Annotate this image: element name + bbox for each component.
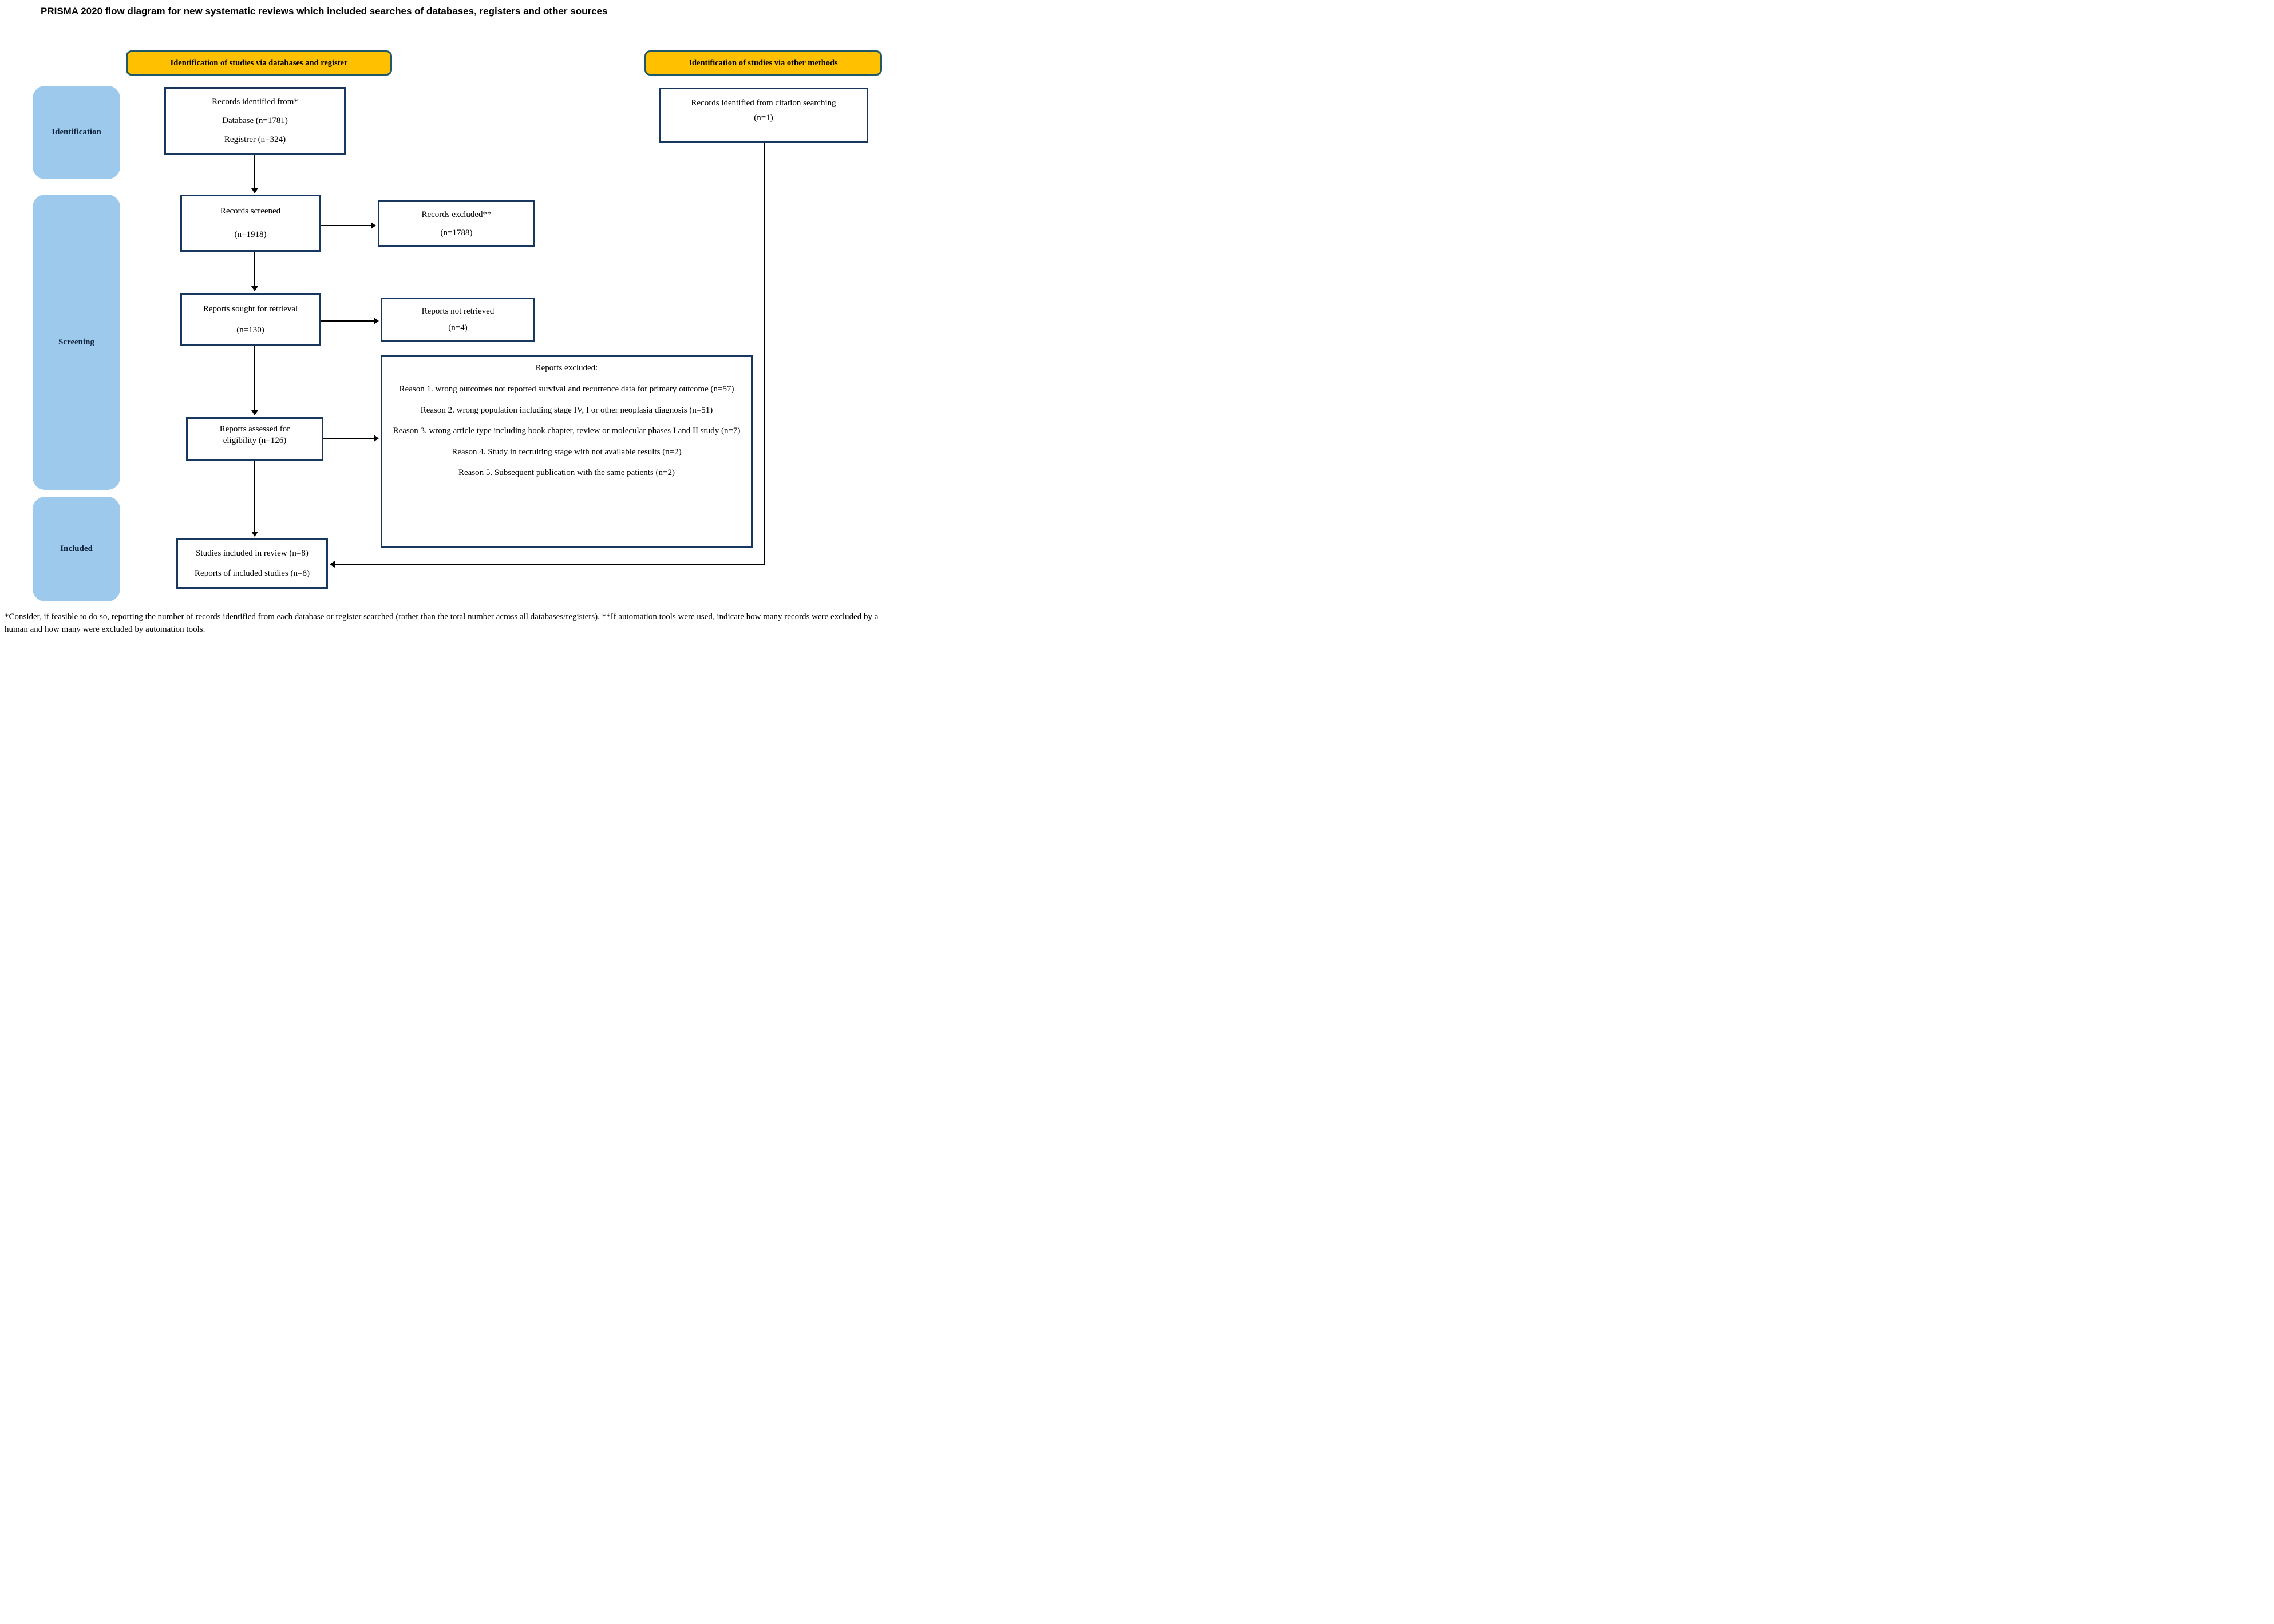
page-title: PRISMA 2020 flow diagram for new systema…	[41, 6, 608, 17]
box-records-identified: Records identified from* Database (n=178…	[164, 87, 346, 155]
stage-included: Included	[33, 497, 120, 601]
records-screened-count: (n=1918)	[234, 230, 267, 240]
connector-sought-to-assessed-line	[254, 346, 255, 410]
box-reports-excluded-reasons: Reports excluded: Reason 1. wrong outcom…	[381, 355, 753, 548]
citation-searching-count: (n=1)	[754, 113, 773, 123]
records-identified-line: Records identified from*	[212, 97, 298, 106]
arrowhead-down-icon	[251, 286, 258, 291]
connector-citation-down-line	[764, 143, 765, 564]
connector-screened-to-sought-line	[254, 252, 255, 286]
excluded-reason-1: Reason 1. wrong outcomes not reported su…	[399, 385, 734, 394]
reports-not-retrieved-label: Reports not retrieved	[421, 306, 495, 316]
header-databases-register-label: Identification of studies via databases …	[170, 58, 348, 68]
header-other-methods-label: Identification of studies via other meth…	[689, 58, 838, 68]
arrowhead-right-icon	[371, 222, 376, 229]
stage-screening-label: Screening	[58, 337, 95, 347]
reports-sought-count: (n=130)	[236, 326, 264, 335]
prisma-flow-diagram: PRISMA 2020 flow diagram for new systema…	[0, 0, 893, 637]
arrowhead-down-icon	[251, 188, 258, 193]
box-reports-not-retrieved: Reports not retrieved (n=4)	[381, 298, 535, 342]
stage-included-label: Included	[60, 544, 93, 553]
reports-not-retrieved-count: (n=4)	[448, 323, 468, 333]
arrowhead-left-icon	[330, 561, 335, 568]
box-citation-searching: Records identified from citation searchi…	[659, 88, 868, 143]
reports-assessed-line2: eligibility (n=126)	[223, 436, 287, 445]
box-records-excluded: Records excluded** (n=1788)	[378, 200, 535, 247]
box-records-screened: Records screened (n=1918)	[180, 195, 321, 252]
records-excluded-label: Records excluded**	[421, 209, 492, 219]
connector-assessed-to-reasons-line	[323, 438, 374, 439]
records-identified-database: Database (n=1781)	[222, 116, 288, 125]
connector-identified-to-screened-line	[254, 155, 255, 189]
records-screened-label: Records screened	[220, 207, 281, 216]
reports-assessed-line1: Reports assessed for	[219, 424, 290, 434]
connector-assessed-to-included-line	[254, 461, 255, 532]
arrowhead-right-icon	[374, 318, 379, 324]
box-reports-sought: Reports sought for retrieval (n=130)	[180, 293, 321, 346]
excluded-reason-4: Reason 4. Study in recruiting stage with…	[452, 447, 682, 457]
records-excluded-count: (n=1788)	[440, 228, 473, 237]
connector-citation-to-included-line	[335, 564, 765, 565]
stage-identification-label: Identification	[52, 128, 101, 137]
arrowhead-right-icon	[374, 435, 379, 442]
stage-identification: Identification	[33, 86, 120, 179]
stage-screening: Screening	[33, 195, 120, 490]
header-other-methods: Identification of studies via other meth…	[644, 50, 882, 76]
arrowhead-down-icon	[251, 532, 258, 537]
box-studies-included: Studies included in review (n=8) Reports…	[176, 538, 328, 589]
records-identified-register: Registrer (n=324)	[224, 135, 286, 145]
reports-sought-label: Reports sought for retrieval	[203, 304, 298, 314]
connector-screened-to-excluded-line	[321, 225, 371, 226]
reports-included-line: Reports of included studies (n=8)	[195, 569, 310, 579]
header-databases-register: Identification of studies via databases …	[126, 50, 392, 76]
excluded-reason-3: Reason 3. wrong article type including b…	[393, 426, 741, 436]
studies-included-line: Studies included in review (n=8)	[196, 549, 309, 559]
excluded-reason-5: Reason 5. Subsequent publication with th…	[458, 468, 675, 478]
footnote: *Consider, if feasible to do so, reporti…	[5, 612, 879, 634]
connector-sought-to-notretrieved-line	[321, 320, 374, 322]
arrowhead-down-icon	[251, 410, 258, 415]
box-reports-assessed: Reports assessed for eligibility (n=126)	[186, 417, 323, 461]
citation-searching-label: Records identified from citation searchi…	[691, 98, 836, 108]
excluded-reason-2: Reason 2. wrong population including sta…	[420, 405, 713, 415]
reports-excluded-heading: Reports excluded:	[535, 363, 598, 373]
